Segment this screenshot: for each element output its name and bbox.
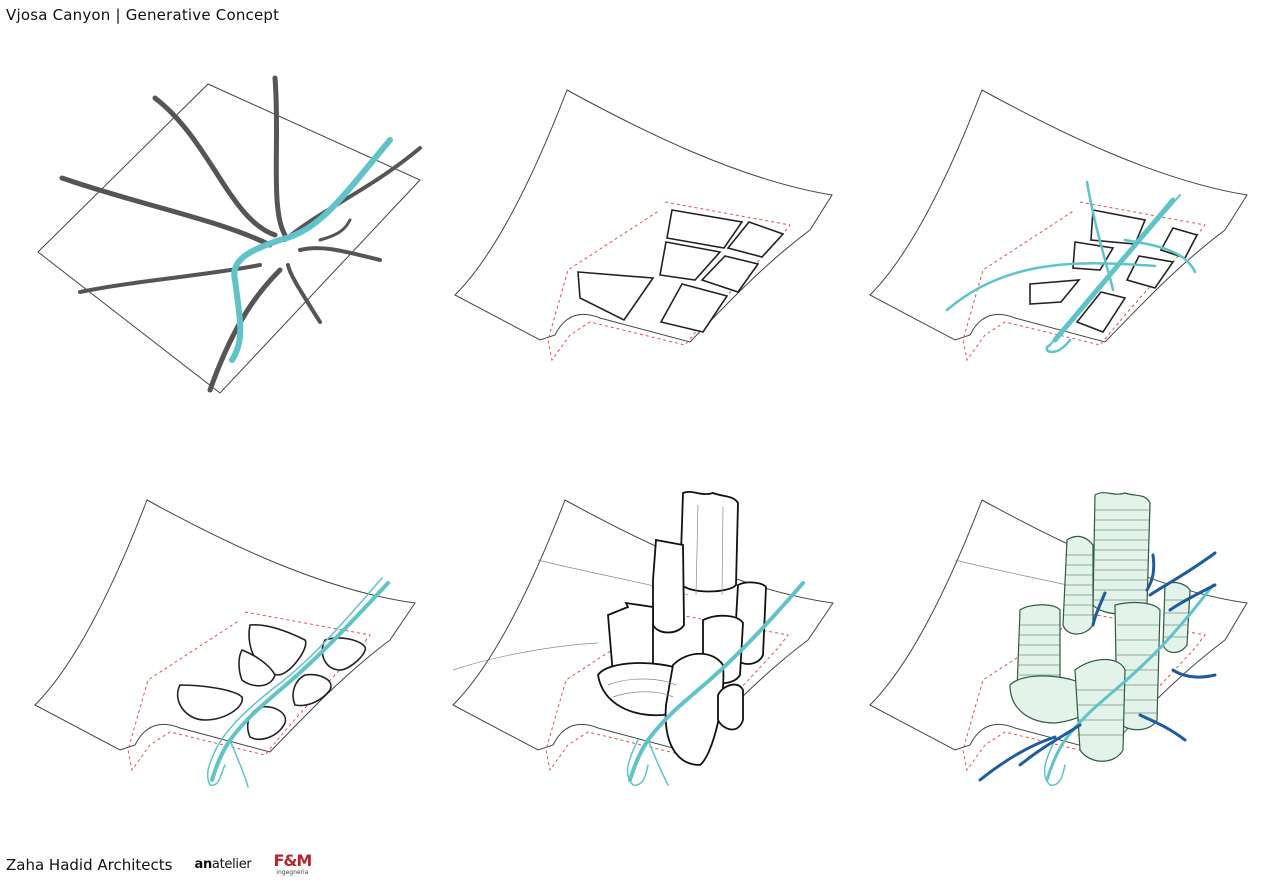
wind-arrow: [978, 735, 1057, 782]
axis-curve: [272, 75, 288, 238]
site-axes-diagram: [37, 75, 422, 394]
plot-subdivision-diagram: [454, 89, 833, 362]
wind-arrow: [1018, 723, 1082, 767]
axis-curve: [283, 146, 422, 242]
plot: [700, 255, 760, 293]
atelier-logo: anatelier: [194, 857, 251, 872]
cross-axis: [1085, 180, 1115, 292]
site-plane: [34, 499, 416, 753]
wind-arrow: [1171, 668, 1217, 679]
wind-arrow: [1091, 591, 1107, 627]
plot: [659, 283, 729, 333]
fm-logo: F&M ingegneria: [273, 851, 312, 876]
tower: [652, 538, 685, 634]
plot: [577, 271, 655, 322]
terrace-lines: [1077, 689, 1124, 736]
wind-arrow: [1145, 553, 1156, 592]
plot: [238, 649, 276, 687]
plot: [321, 637, 366, 671]
cross-axis: [945, 262, 1157, 312]
plot: [176, 684, 243, 721]
tower-edge: [695, 504, 724, 596]
footer: Zaha Hadid Architects anatelier F&M inge…: [6, 851, 312, 876]
towers-terraces-diagram: [869, 492, 1248, 786]
river-axis: [1049, 194, 1181, 346]
river: [229, 137, 393, 363]
podium: [1074, 658, 1126, 762]
diagram-panel-2: [440, 60, 860, 470]
axis-curve: [152, 95, 278, 238]
terrace-lines: [1019, 624, 1060, 676]
diagram-panel-6: [855, 475, 1275, 885]
river: [210, 581, 390, 782]
axis-curve: [286, 263, 322, 324]
podium: [717, 683, 744, 731]
atelier-suffix: atelier: [211, 857, 252, 872]
diagram-panel-3: [855, 60, 1275, 470]
site-plane: [37, 83, 421, 394]
axis-curve: [78, 263, 262, 294]
axis-curve: [59, 175, 273, 248]
terrace-lines: [1064, 554, 1093, 616]
plot: [726, 221, 785, 258]
firm-name: Zaha Hadid Architects: [6, 855, 173, 874]
tower: [1092, 492, 1151, 615]
diagram-panel-5: [438, 475, 858, 885]
plot: [1159, 227, 1199, 259]
terrace-lines: [1094, 509, 1149, 601]
rounded-plots-diagram: [34, 499, 416, 788]
fm-mark: F&M: [273, 851, 312, 870]
building-massing-diagram: [452, 490, 834, 786]
axis-curve: [207, 267, 283, 393]
river: [628, 581, 805, 782]
river: [626, 739, 649, 786]
river: [647, 739, 669, 786]
wind-arrow: [1138, 713, 1187, 742]
contour: [607, 678, 677, 698]
plot: [1029, 279, 1081, 305]
axis-curve: [318, 218, 352, 242]
river: [229, 739, 249, 788]
wind-arrow: [1148, 551, 1217, 597]
diagram-panel-4: [20, 475, 440, 885]
ground-line: [452, 642, 599, 671]
diagram-panel-1: [20, 60, 440, 470]
plot: [1075, 291, 1127, 333]
terrace-lines: [1164, 599, 1189, 638]
atelier-prefix: an: [194, 857, 212, 872]
site-boundary: [962, 201, 1206, 362]
fm-subtitle: ingegneria: [276, 869, 309, 876]
river: [1045, 583, 1215, 782]
tower: [679, 490, 739, 593]
site-boundary: [127, 611, 371, 772]
plot: [666, 209, 744, 249]
page-title: Vjosa Canyon | Generative Concept: [6, 6, 280, 24]
plot: [659, 241, 722, 281]
cross-axis: [1123, 238, 1197, 274]
cross-axis: [1045, 338, 1072, 354]
river: [206, 577, 383, 786]
river-axis-diagram: [869, 89, 1248, 362]
site-plane: [869, 89, 1248, 343]
river: [1043, 739, 1066, 786]
plot: [1125, 255, 1175, 289]
site-plane: [454, 89, 833, 343]
axis-curve: [298, 246, 382, 262]
wind-arrow: [1168, 583, 1217, 612]
plot: [292, 673, 332, 707]
